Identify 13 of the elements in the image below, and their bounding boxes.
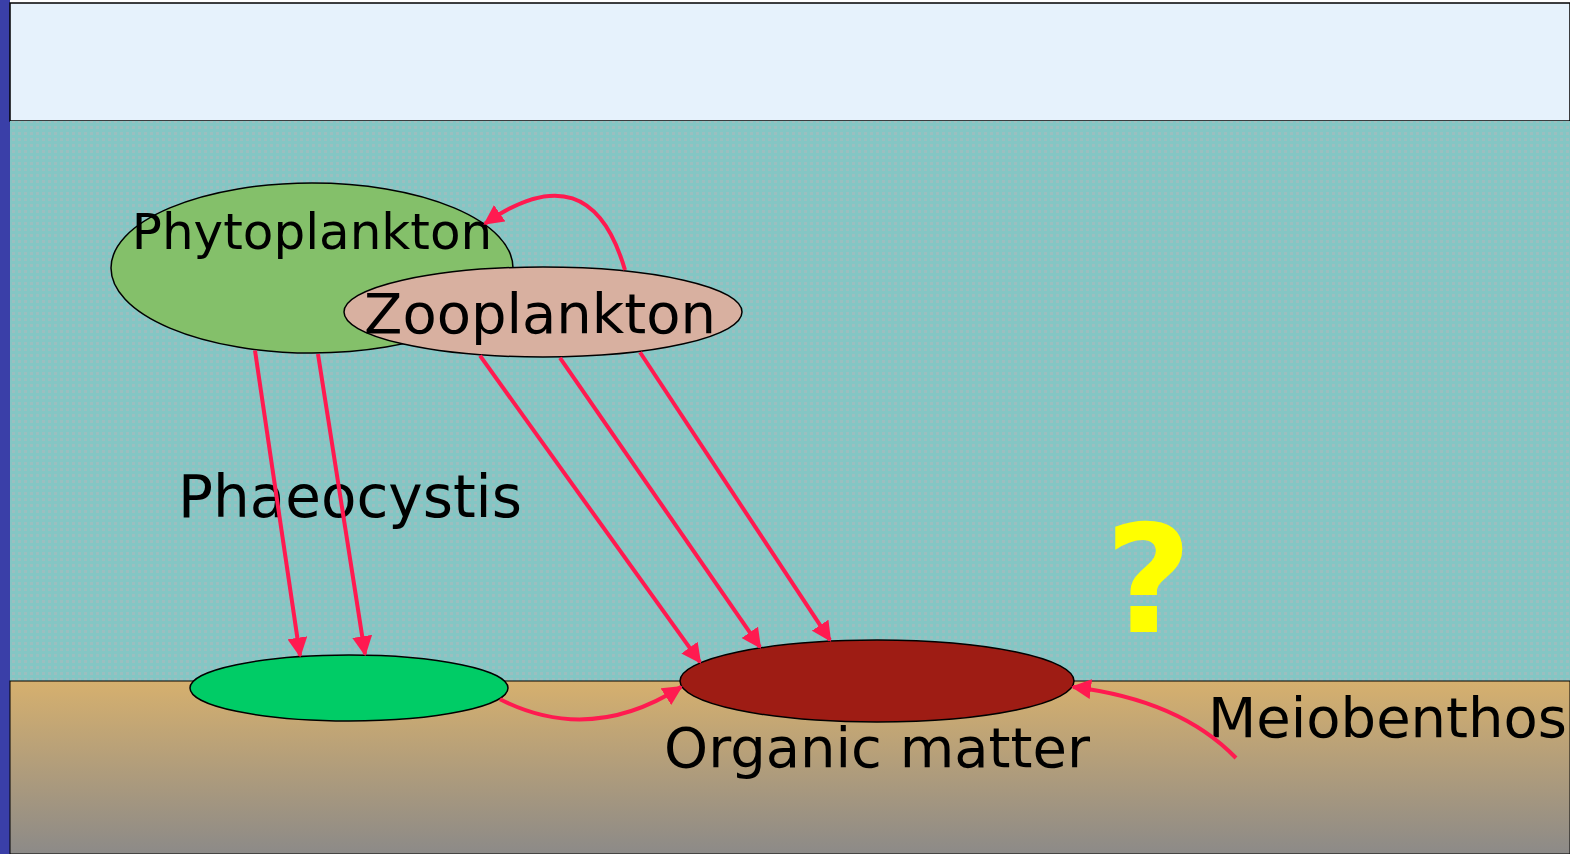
arrow <box>253 350 308 658</box>
arrow <box>558 356 762 649</box>
arrow <box>638 351 832 642</box>
arrow <box>316 353 373 657</box>
ellipse-node <box>343 266 743 358</box>
node-label: Phytoplankton <box>131 207 493 257</box>
question-mark: ? <box>1105 505 1192 655</box>
ellipse-node <box>189 654 509 722</box>
arrow <box>478 354 702 664</box>
arrow <box>483 193 627 271</box>
arrow <box>1071 679 1238 760</box>
arrow <box>499 685 683 722</box>
node-label: Meiobenthos <box>1208 690 1567 746</box>
